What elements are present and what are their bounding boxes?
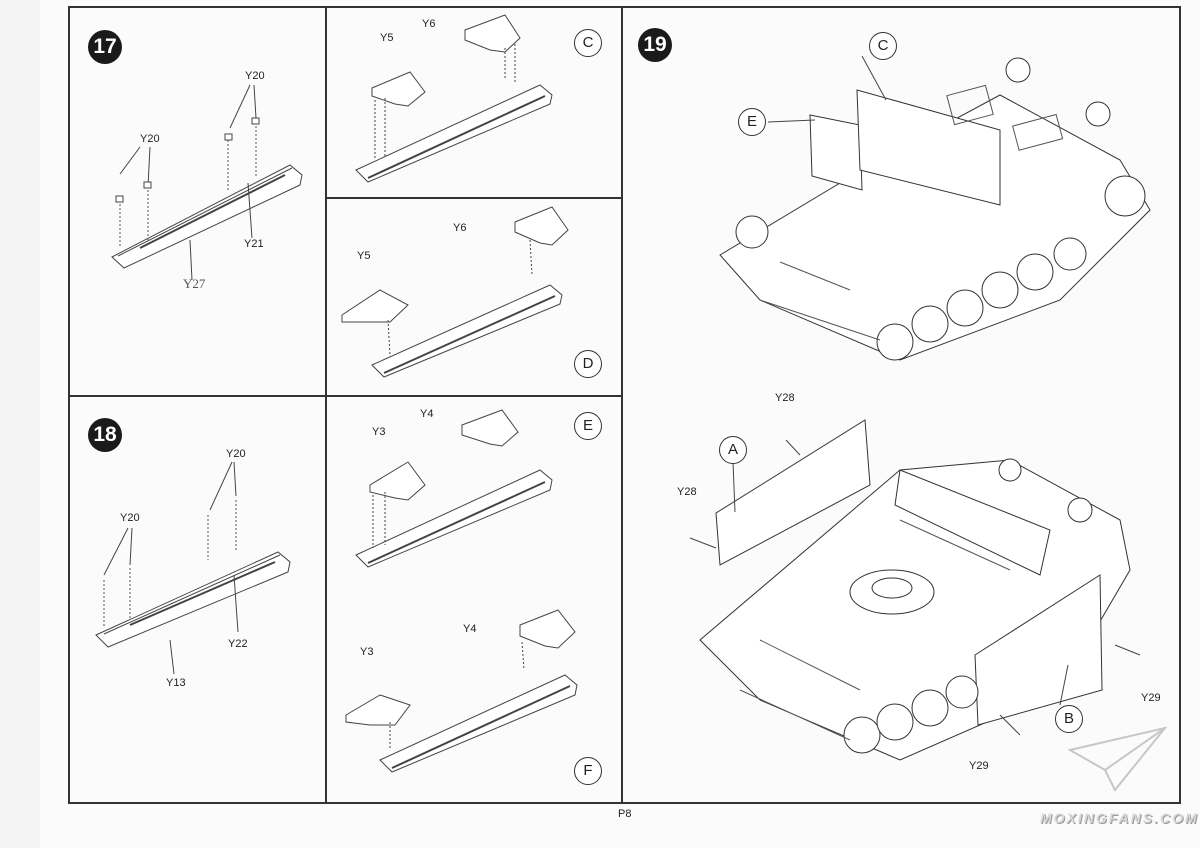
part-label: Y4 bbox=[463, 623, 477, 635]
page-number: P8 bbox=[618, 808, 632, 820]
callout-a: A bbox=[719, 436, 747, 464]
part-label: Y3 bbox=[360, 646, 374, 658]
part-label: Y6 bbox=[422, 18, 436, 30]
part-label: Y28 bbox=[775, 392, 795, 404]
subassembly-letter-c: C bbox=[574, 29, 602, 57]
step-number-18: 18 bbox=[88, 418, 122, 452]
part-label: Y20 bbox=[140, 133, 160, 145]
part-label: Y3 bbox=[372, 426, 386, 438]
subassembly-plates bbox=[341, 14, 578, 773]
subassembly-letter-d: D bbox=[574, 350, 602, 378]
part-label: Y5 bbox=[380, 32, 394, 44]
part-label: Y13 bbox=[166, 677, 186, 689]
part-label: Y27 bbox=[183, 276, 206, 291]
part-label: Y28 bbox=[677, 486, 697, 498]
callout-b: B bbox=[1055, 705, 1083, 733]
part-label: Y22 bbox=[228, 638, 248, 650]
part-label: Y20 bbox=[245, 70, 265, 82]
vehicle-upper bbox=[719, 55, 1151, 361]
watermark-logo-icon bbox=[1067, 726, 1168, 792]
part-label: Y20 bbox=[120, 512, 140, 524]
step-number-17: 17 bbox=[88, 30, 122, 64]
part-label: Y4 bbox=[420, 408, 434, 420]
page-frame bbox=[68, 6, 1181, 804]
part-label: Y29 bbox=[1141, 692, 1161, 704]
subassembly-letter-f: F bbox=[574, 757, 602, 785]
callout-c: C bbox=[869, 32, 897, 60]
callout-e: E bbox=[738, 108, 766, 136]
watermark-text: MOXINGFANS.COM bbox=[1040, 810, 1199, 826]
vehicle-lower bbox=[689, 419, 1141, 761]
plate-17 bbox=[111, 84, 303, 281]
subassembly-letter-e: E bbox=[574, 412, 602, 440]
part-label: Y6 bbox=[453, 222, 467, 234]
part-label: Y29 bbox=[969, 760, 989, 772]
part-label: Y20 bbox=[226, 448, 246, 460]
step-number-19: 19 bbox=[638, 28, 672, 62]
part-label: Y5 bbox=[357, 250, 371, 262]
part-label: Y21 bbox=[244, 238, 264, 250]
plate-18 bbox=[95, 461, 291, 675]
